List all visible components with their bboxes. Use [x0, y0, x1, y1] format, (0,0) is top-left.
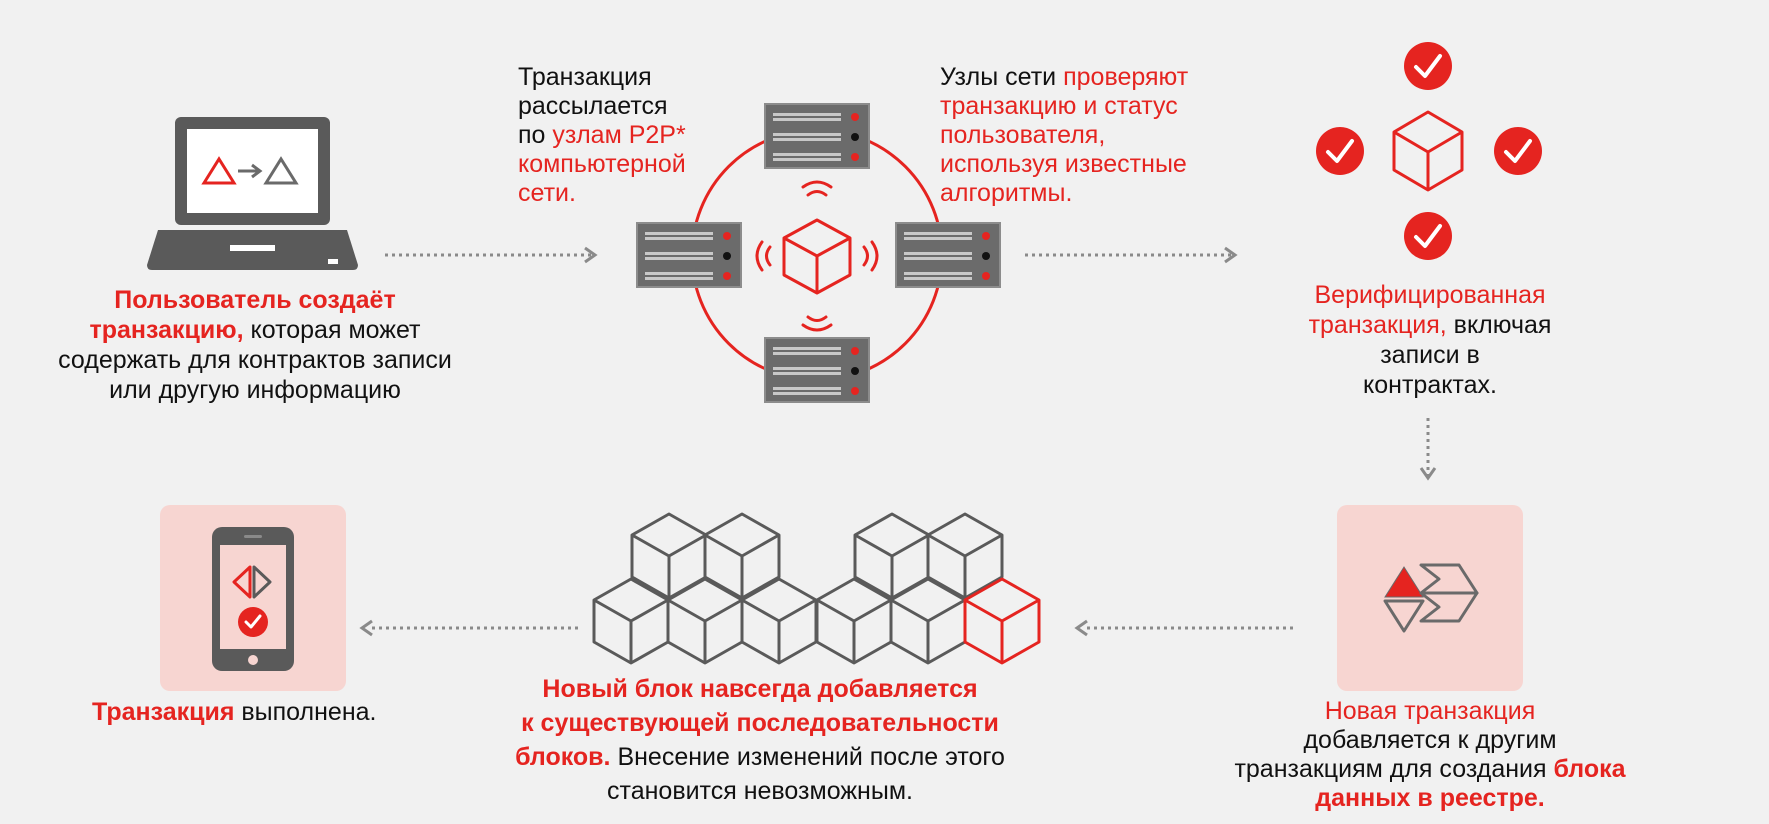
- step3-line3: пользователя,: [940, 121, 1106, 149]
- step1-line2-red: транзакцию,: [89, 316, 244, 344]
- step2-caption: Транзакция рассылается по узлам P2P* ком…: [518, 63, 728, 208]
- arrow-right-1: [385, 246, 598, 264]
- step1-line4: или другую информацию: [109, 376, 401, 404]
- grey-triangle-icon: [263, 156, 299, 185]
- step4-line2-red: транзакция,: [1308, 311, 1447, 339]
- arrow-left-2: [359, 619, 580, 637]
- step7-red: Транзакция: [92, 698, 235, 726]
- step6-caption: Новый блок навсегда добавляется к сущест…: [480, 672, 1040, 808]
- center-cube-icon: [782, 218, 852, 295]
- signal-waves-icon: [755, 180, 879, 332]
- step5-caption: Новая транзакция добавляется к другим тр…: [1170, 697, 1690, 813]
- step3-line2: транзакцию и статус: [940, 92, 1178, 120]
- step2-line3-pre: по: [518, 121, 553, 149]
- verified-cube-icon: [1392, 110, 1464, 192]
- step6-line2: к существующей последовательности: [521, 709, 999, 737]
- step5-line3-red: блока: [1553, 755, 1626, 783]
- check-top-icon: [1404, 42, 1452, 90]
- check-right-icon: [1494, 127, 1542, 175]
- step6-line4: становится невозможным.: [607, 777, 913, 805]
- step4-caption: Верифицированная транзакция, включая зап…: [1225, 280, 1635, 400]
- step5-line2: добавляется к другим: [1303, 726, 1557, 754]
- step2-line2: рассылается: [518, 92, 668, 120]
- step5-line4: данных в реестре.: [1315, 784, 1545, 812]
- step2-line4: компьютерной: [518, 150, 686, 178]
- step2-line5: сети.: [518, 179, 576, 207]
- step2-line3-red: узлам P2P*: [552, 121, 686, 149]
- blockchain-cubes-diagram: [592, 512, 1041, 665]
- step1-line3: содержать для контрактов записи: [58, 346, 452, 374]
- server-top-icon: [764, 103, 870, 169]
- step5-line1: Новая транзакция: [1324, 697, 1536, 725]
- step3-line5: алгоритмы.: [940, 179, 1073, 207]
- step3-caption: Узлы сети проверяют транзакцию и статус …: [940, 63, 1260, 208]
- server-left-icon: [636, 222, 742, 288]
- verified-cube-diagram: [1316, 42, 1542, 260]
- transaction-blocks-icon: [1383, 563, 1479, 633]
- step4-line2-rest: включая: [1446, 311, 1552, 339]
- step7-caption: Транзакция выполнена.: [92, 697, 472, 727]
- step2-line1: Транзакция: [518, 63, 652, 91]
- step3-line1-red: проверяют: [1063, 63, 1189, 91]
- new-transaction-tile: [1337, 505, 1523, 691]
- step1-line2-rest: которая может: [243, 316, 421, 344]
- server-bottom-icon: [764, 337, 870, 403]
- step6-line3-red: блоков.: [515, 743, 611, 771]
- completed-transaction-tile: [160, 505, 346, 691]
- step5-line3-pre: транзакциям для создания: [1234, 755, 1554, 783]
- server-right-icon: [895, 222, 1001, 288]
- phone-check-icon: [238, 607, 268, 637]
- check-bottom-icon: [1404, 212, 1452, 260]
- step7-rest: выполнена.: [234, 698, 377, 726]
- p2p-network-diagram: [636, 103, 1001, 403]
- step1-caption: Пользователь создаёт транзакцию, которая…: [20, 285, 490, 405]
- red-triangle-icon: [201, 156, 237, 185]
- step4-line1: Верифицированная: [1314, 281, 1546, 309]
- step3-line1-pre: Узлы сети: [940, 63, 1064, 91]
- step6-line3-rest: Внесение изменений после этого: [610, 743, 1005, 771]
- step4-line4: контрактах.: [1363, 371, 1497, 399]
- smartphone-icon: [212, 527, 294, 671]
- laptop-icon: [147, 117, 358, 270]
- arrow-down: [1419, 418, 1437, 481]
- arrow-right-2: [1025, 246, 1238, 264]
- check-left-icon: [1316, 127, 1364, 175]
- arrow-left-1: [1074, 619, 1295, 637]
- step6-line1: Новый блок навсегда добавляется: [542, 675, 978, 703]
- step4-line3: записи в: [1380, 341, 1480, 369]
- step1-line1: Пользователь создаёт: [114, 286, 396, 314]
- step3-line4: используя известные: [940, 150, 1187, 178]
